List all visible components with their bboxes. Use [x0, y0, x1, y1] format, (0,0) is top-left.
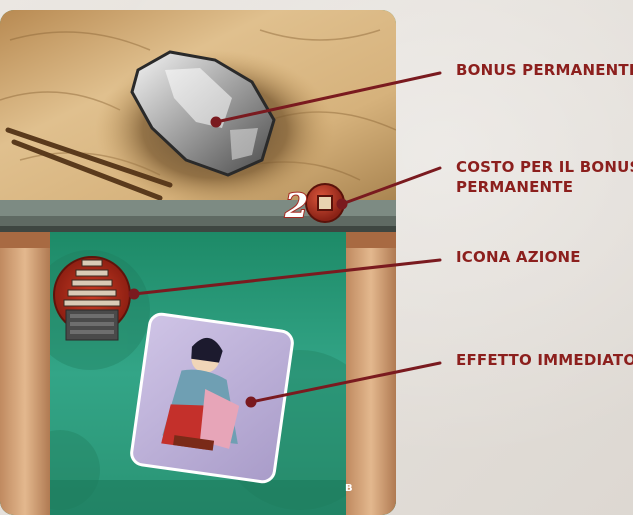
bonus-cost-value: 2: [285, 188, 308, 224]
coin-icon: [306, 184, 344, 222]
callout-permanent-bonus: BONUS PERMANENTE: [456, 60, 633, 80]
callout-bonus-cost-line2: PERMANENTE: [456, 177, 633, 197]
card-letter: B: [345, 483, 353, 494]
callout-action-icon: ICONA AZIONE: [456, 247, 581, 267]
callout-immediate-effect: EFFETTO IMMEDIATO: [456, 350, 633, 370]
callout-permanent-bonus-text: BONUS PERMANENTE: [456, 60, 633, 80]
callout-bonus-cost-line1: COSTO PER IL BONUS: [456, 157, 633, 177]
game-card: 2 B: [0, 10, 396, 515]
callout-immediate-effect-text: EFFETTO IMMEDIATO: [456, 350, 633, 370]
card-art: [0, 10, 396, 515]
geisha-tile-icon: [130, 313, 294, 484]
callout-action-icon-text: ICONA AZIONE: [456, 247, 581, 267]
callout-bonus-cost: COSTO PER IL BONUS PERMANENTE: [456, 157, 633, 197]
